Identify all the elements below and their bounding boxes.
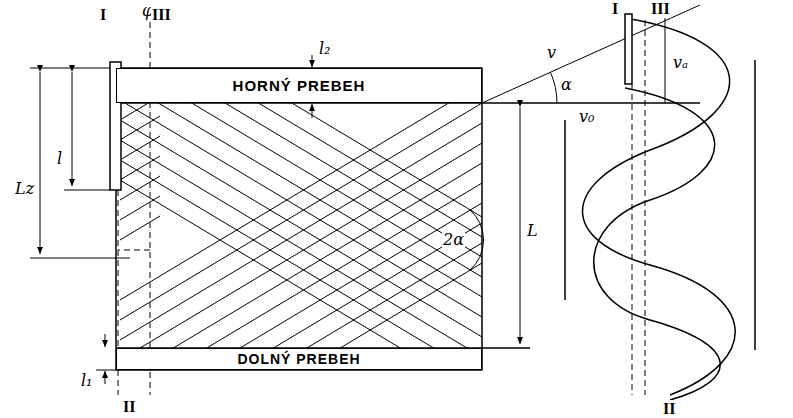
band-label: DOLNÝ PREBEH (237, 351, 360, 367)
belt-band: HORNÝ PREBEH (116, 68, 482, 103)
dimension-label: v₀ (578, 108, 595, 126)
dimension-label: L (526, 222, 539, 240)
roller-label: III (151, 6, 172, 24)
dimension-label: α (560, 76, 573, 94)
roller-label: I (611, 0, 619, 18)
dimension-label: l₂ (318, 40, 332, 58)
dimension-label: v (546, 44, 557, 62)
roller-label: I (99, 6, 107, 24)
roller-label: III (650, 0, 671, 18)
roller-label: II (122, 398, 136, 416)
roller-label: II (662, 400, 676, 418)
dimension-label: 2α (442, 231, 465, 249)
dimension-label: Lz (14, 180, 35, 198)
dimension-label: l (56, 150, 63, 168)
dimension-label: vₐ (672, 54, 689, 72)
band-label: HORNÝ PREBEH (233, 77, 366, 94)
belt-band: DOLNÝ PREBEH (116, 348, 482, 370)
dimension-label: l₁ (80, 372, 94, 390)
